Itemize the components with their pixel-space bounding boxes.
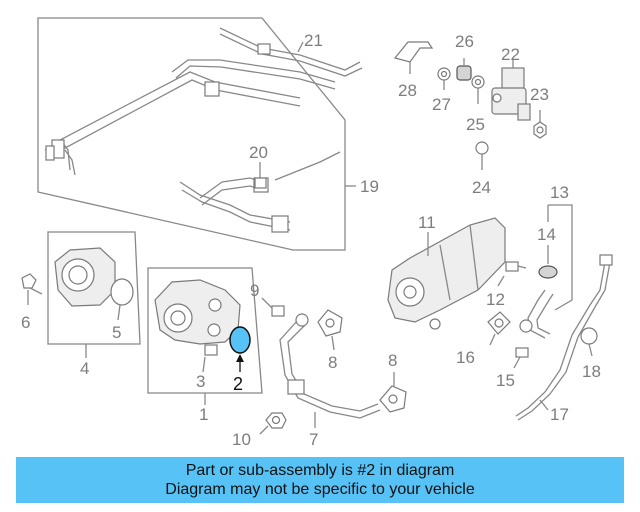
label-17: 17 — [550, 405, 569, 424]
part-14-cap — [538, 245, 558, 279]
label-12: 12 — [486, 290, 505, 309]
part-13-pipe — [519, 289, 554, 339]
part-17-pipe — [515, 254, 613, 421]
part-11-egr-cooler — [387, 217, 506, 330]
part-2-gasket-highlighted — [229, 326, 251, 372]
part-25-washer — [471, 75, 485, 104]
label-8b: 8 — [388, 351, 397, 370]
parts-diagram: 1 2 3 4 5 6 7 8 8 9 10 11 12 13 14 15 16… — [21, 17, 613, 449]
group-box-1 — [147, 267, 263, 405]
part-12-bolt — [497, 261, 527, 287]
label-19: 19 — [360, 177, 379, 196]
part-18-plug — [580, 327, 598, 357]
label-2: 2 — [233, 374, 243, 394]
part-27-washer — [437, 67, 451, 90]
callout-labels: 1 2 3 4 5 6 7 8 8 9 10 11 12 13 14 15 16… — [21, 31, 601, 449]
group-box-4 — [47, 231, 141, 358]
part-15-bolt — [513, 347, 529, 369]
label-3: 3 — [196, 372, 205, 391]
label-10: 10 — [232, 430, 251, 449]
part-22-solenoid-valve — [491, 58, 531, 121]
label-1: 1 — [199, 405, 208, 424]
label-27: 27 — [432, 95, 451, 114]
label-4: 4 — [80, 359, 89, 378]
part-16-gasket — [487, 311, 511, 346]
label-25: 25 — [466, 115, 485, 134]
pipe-assembly-group-19 — [37, 17, 356, 251]
label-24: 24 — [472, 178, 491, 197]
label-14: 14 — [537, 225, 556, 244]
label-23: 23 — [530, 85, 549, 104]
part-21-pipe — [219, 27, 363, 77]
banner-line-1: Part or sub-assembly is #2 in diagram — [185, 462, 455, 479]
label-21: 21 — [304, 31, 323, 50]
label-28: 28 — [398, 81, 417, 100]
label-26: 26 — [455, 32, 474, 51]
label-6: 6 — [21, 313, 30, 332]
part-24-bolt — [475, 141, 489, 170]
part-6-bolt — [21, 273, 43, 305]
label-16: 16 — [456, 348, 475, 367]
info-banner: Part or sub-assembly is #2 in diagram Di… — [16, 457, 624, 503]
part-28-bracket — [393, 41, 434, 74]
label-13: 13 — [550, 183, 569, 202]
label-5: 5 — [112, 323, 121, 342]
part-26-grommet — [456, 58, 472, 81]
label-11: 11 — [418, 213, 436, 232]
label-9: 9 — [250, 281, 259, 300]
part-8-gasket-a — [317, 309, 343, 351]
label-8a: 8 — [328, 353, 337, 372]
part-10-nut — [259, 412, 287, 435]
label-7: 7 — [309, 430, 318, 449]
label-18: 18 — [582, 362, 601, 381]
part-7-pipe — [279, 313, 381, 428]
part-20-bolt — [254, 162, 267, 189]
label-20: 20 — [249, 143, 268, 162]
banner-line-2: Diagram may not be specific to your vehi… — [165, 481, 475, 498]
label-22: 22 — [501, 45, 520, 64]
part-13-callout — [547, 204, 573, 311]
part-9-bolt — [261, 297, 285, 317]
part-23-nut — [533, 110, 547, 139]
label-15: 15 — [496, 371, 515, 390]
part-8-gasket-b — [379, 372, 407, 413]
